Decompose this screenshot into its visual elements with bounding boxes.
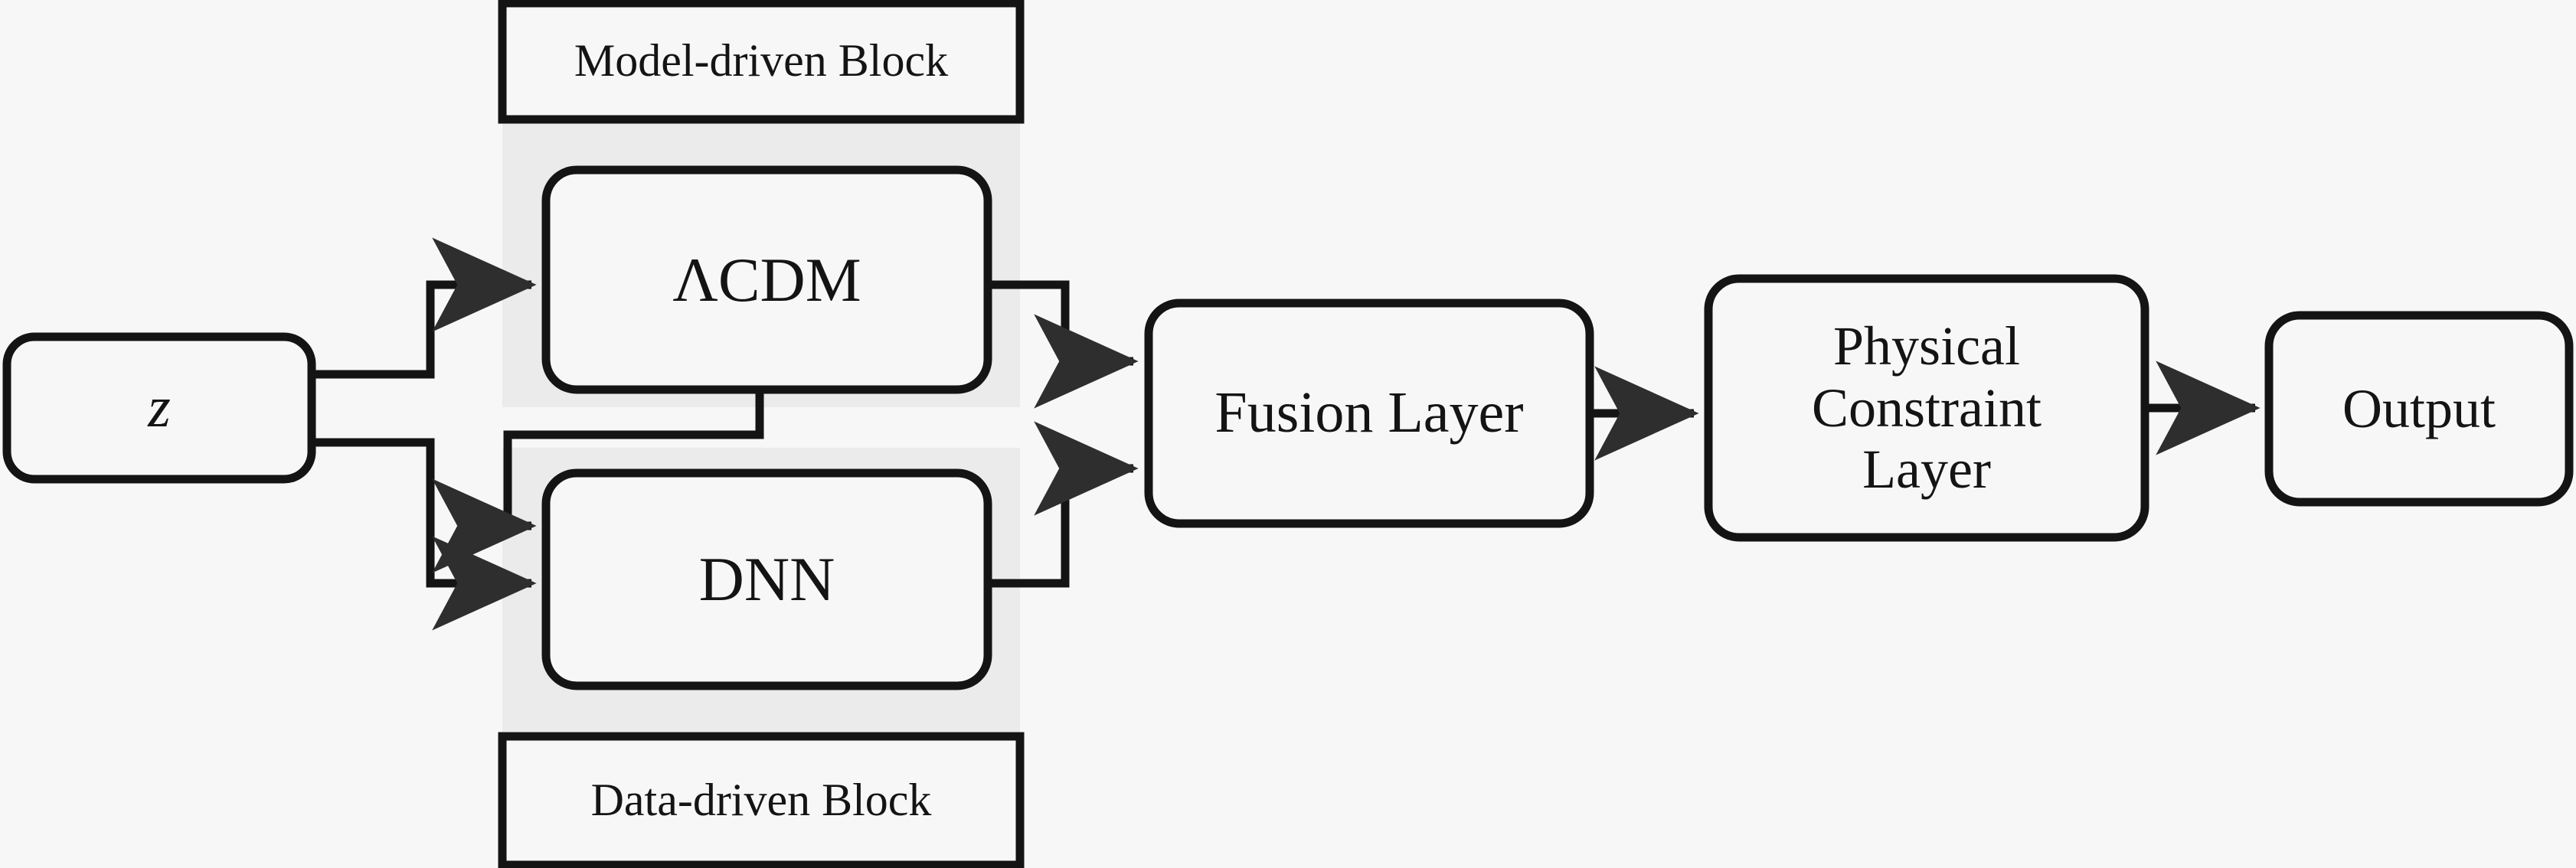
- edge-lcdm-to-dnn: [432, 390, 764, 573]
- node-box-physical-constraint[interactable]: [1704, 274, 2149, 542]
- edge-dnn-to-fusion: [988, 421, 1139, 588]
- node-box-lcdm[interactable]: [541, 165, 992, 394]
- edge-z-to-dnn: [312, 438, 537, 631]
- edge-lcdm-to-fusion: [988, 280, 1139, 409]
- node-box-input[interactable]: [2, 332, 316, 484]
- node-box-fusion[interactable]: [1144, 299, 1594, 528]
- node-box-dnn[interactable]: [541, 468, 992, 690]
- edge-z-to-lcdm: [312, 237, 537, 379]
- model-driven-label-box: [498, 0, 1025, 124]
- data-driven-label-box: [498, 732, 1025, 868]
- node-box-output[interactable]: [2264, 311, 2574, 507]
